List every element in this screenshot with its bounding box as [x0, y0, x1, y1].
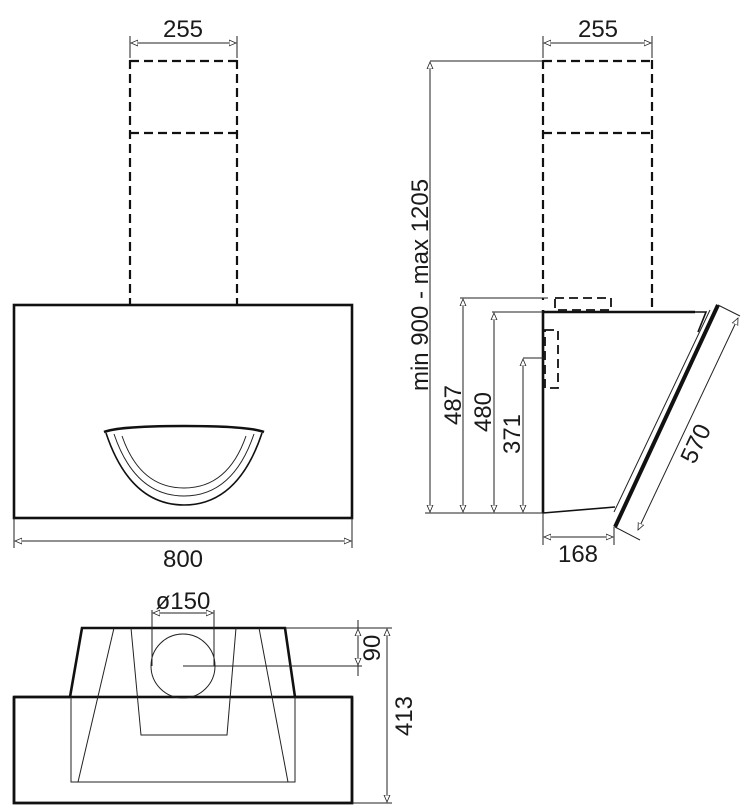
side-view: 255 min 900 - max 1205 487 480 371 168 5…	[407, 16, 741, 568]
height-487-label: 487	[440, 385, 467, 425]
duct-diameter-label: ø150	[156, 588, 211, 615]
duct-offset-label: 90	[359, 635, 386, 662]
front-chimney-width-label: 255	[163, 16, 203, 43]
front-total-width-label: 800	[163, 546, 203, 573]
depth-168-label: 168	[558, 541, 598, 568]
height-480-label: 480	[470, 392, 497, 432]
front-chimney	[128, 59, 239, 305]
panel-570-label: 570	[676, 420, 717, 468]
bottom-upper-trapezoid	[68, 626, 297, 698]
front-hood-body	[12, 303, 354, 520]
handle	[103, 424, 265, 506]
side-chimney-width-label: 255	[578, 16, 618, 43]
height-371-label: 371	[499, 414, 526, 454]
panel-570-dimension-line	[637, 318, 739, 530]
total-depth-label: 413	[391, 696, 418, 736]
overall-height-label: min 900 - max 1205	[407, 179, 434, 391]
front-view: 255 800	[12, 16, 354, 573]
side-chimney	[541, 59, 654, 389]
bottom-view: ø150 90 413	[12, 588, 418, 805]
